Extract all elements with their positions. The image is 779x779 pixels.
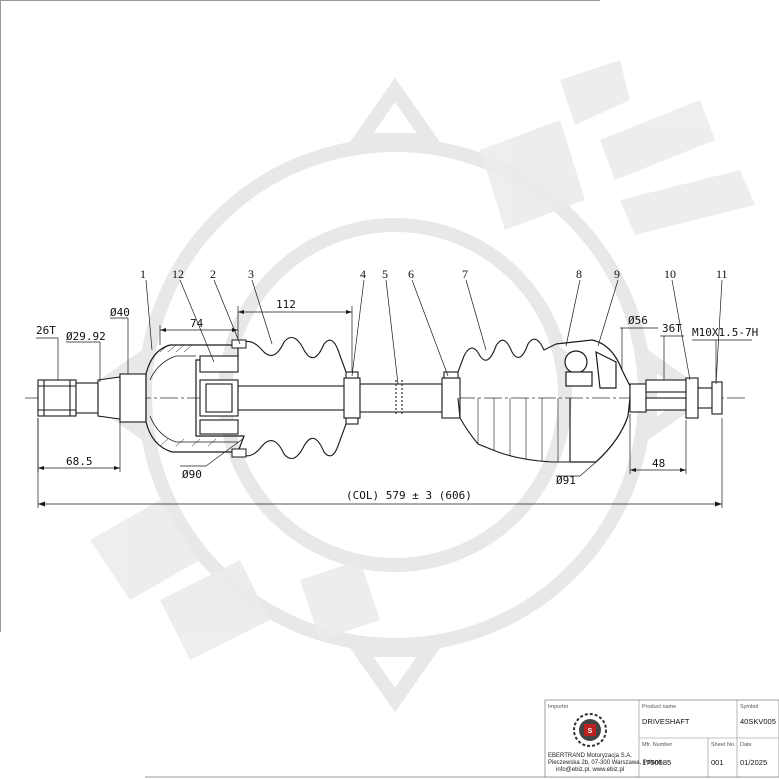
shaft	[237, 371, 461, 425]
dim-68-5: 68.5	[66, 455, 93, 468]
dimension-lines	[36, 306, 752, 508]
mfr-number: 1750585	[642, 758, 671, 767]
svg-text:S: S	[588, 728, 593, 735]
right-stub	[629, 377, 723, 419]
product-name-label: Product name	[642, 704, 676, 710]
importer-line-3: info@ebiz.pl, www.ebiz.pl	[556, 767, 624, 773]
part-label-10: 10	[664, 267, 676, 281]
left-boot-bottom	[237, 423, 347, 460]
part-label-7: 7	[462, 267, 468, 281]
dim-dia-91: Ø91	[556, 474, 576, 487]
part-label-12: 12	[172, 267, 184, 281]
part-label-3: 3	[248, 267, 254, 281]
dimension-texts: 26T Ø29.92 Ø40 74 112 Ø56 36T M10X1.5-7H…	[36, 298, 758, 502]
product-name: DRIVESHAFT	[642, 717, 690, 726]
left-tripod	[199, 355, 239, 435]
mfr-number-label: Mfr. Number	[642, 742, 672, 748]
watermark-letters	[90, 60, 755, 660]
part-label-6: 6	[408, 267, 414, 281]
dim-overall: (COL) 579 ± 3 (606)	[346, 489, 472, 502]
part-label-9: 9	[614, 267, 620, 281]
dimension-arrows	[38, 310, 722, 507]
sheet-label: Sheet No.	[711, 742, 736, 748]
date-label: Date	[740, 742, 752, 748]
right-cv-joint	[555, 339, 631, 463]
right-boot-pleats	[477, 398, 559, 462]
sheet-value: 001	[711, 758, 724, 767]
dim-dia-90: Ø90	[182, 468, 202, 481]
part-label-1: 1	[140, 267, 146, 281]
dim-dia-40: Ø40	[110, 306, 130, 319]
dim-thread: M10X1.5-7H	[692, 326, 758, 339]
dim-dia-29-92: Ø29.92	[66, 330, 106, 343]
left-cv-housing	[145, 344, 245, 453]
part-label-11: 11	[716, 267, 728, 281]
importer-line-2: Pieczewska 2b, 07-300 Warszawa, Poland	[548, 760, 662, 766]
part-label-2: 2	[210, 267, 216, 281]
part-labels: 1 12 2 3 4 5 6 7 8 9 10 11	[140, 267, 728, 281]
left-boot-clamp-outer-bottom	[231, 448, 247, 458]
part-label-4: 4	[360, 267, 366, 281]
importer-line-1: EBERTRAND Motoryzacja S.A.	[548, 753, 632, 759]
dim-74: 74	[190, 317, 204, 330]
left-cv-hatch	[159, 344, 217, 447]
left-boot-top	[237, 336, 347, 373]
title-block: Importer S EBERTRAND Motoryzacja S.A. Pi…	[544, 699, 779, 778]
gear-logo-icon: S	[573, 713, 607, 747]
date-value: 01/2025	[740, 758, 767, 767]
right-boot-lower	[457, 397, 570, 463]
right-boot-top	[457, 338, 557, 373]
importer-label: Importer	[548, 704, 569, 710]
dim-36t: 36T	[662, 322, 682, 335]
symbol-label: Symbol	[740, 704, 758, 710]
dim-26t: 26T	[36, 324, 56, 337]
dim-48: 48	[652, 457, 665, 470]
left-stub	[37, 373, 147, 423]
symbol-value: 40SKV005	[740, 717, 776, 726]
dim-dia-56: Ø56	[628, 314, 648, 327]
part-label-5: 5	[382, 267, 388, 281]
dim-112: 112	[276, 298, 296, 311]
part-label-8: 8	[576, 267, 582, 281]
left-boot-clamp-outer	[231, 339, 247, 349]
